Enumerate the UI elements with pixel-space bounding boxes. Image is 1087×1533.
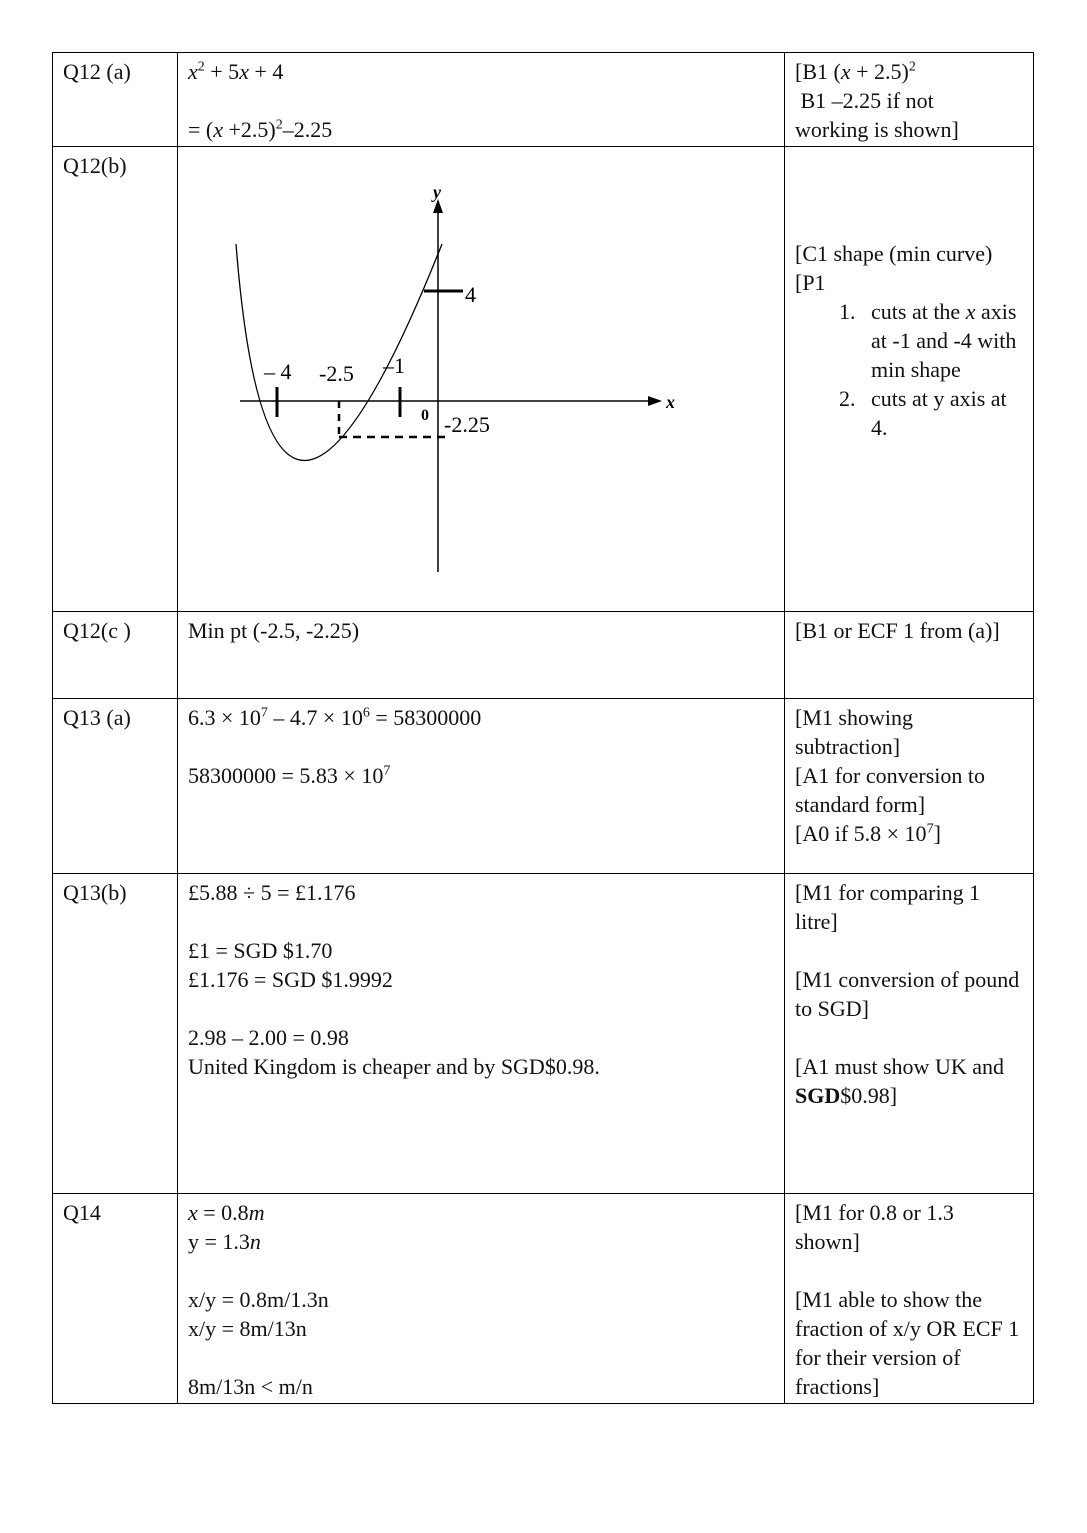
label-min-y: -2.25 [444, 412, 490, 437]
marks-cell: [C1 shape (min curve) [P1 cuts at the x … [784, 146, 1034, 612]
answer-cell: Min pt (-2.5, -2.25) [177, 611, 785, 699]
label-vertex-x: -2.5 [319, 361, 354, 386]
question-id: Q12 (a) [52, 52, 178, 147]
row-q12b: Q12(b) x y 4 [52, 146, 1034, 612]
marks-cell: [M1 for comparing 1 litre] [M1 conversio… [784, 873, 1034, 1194]
marks-point: cuts at the x axis at -1 and -4 with min… [861, 297, 1023, 384]
y-axis-arrow [433, 199, 443, 213]
label-origin: 0 [421, 407, 429, 424]
row-q13b: Q13(b) £5.88 ÷ 5 = £1.176 £1 = SGD $1.70… [52, 873, 1034, 1194]
answer-cell: £5.88 ÷ 5 = £1.176 £1 = SGD $1.70 £1.176… [177, 873, 785, 1194]
quadratic-sketch: x y 4 – 4 -2.5 –1 0 -2.25 [235, 182, 675, 572]
label-y-intercept: 4 [465, 282, 476, 307]
label-root-left: – 4 [263, 359, 292, 384]
label-root-right: –1 [382, 353, 405, 378]
row-q12c: Q12(c ) Min pt (-2.5, -2.25) [B1 or ECF … [52, 611, 1034, 699]
marks-cell: [M1 showing subtraction] [A1 for convers… [784, 698, 1034, 874]
answer-line: x2 + 5x + 4 [188, 59, 284, 84]
marks-points-list: cuts at the x axis at -1 and -4 with min… [795, 297, 1023, 442]
answer-cell: x2 + 5x + 4 = (x +2.5)2–2.25 [177, 52, 785, 147]
mark-scheme-table: Q12 (a) x2 + 5x + 4 = (x +2.5)2–2.25 [B1… [52, 52, 1034, 1404]
answer-cell: 6.3 × 107 – 4.7 × 106 = 58300000 5830000… [177, 698, 785, 874]
marks-cell: [B1 (x + 2.5)2 B1 –2.25 if not working i… [784, 52, 1034, 147]
marks-cell: [B1 or ECF 1 from (a)] [784, 611, 1034, 699]
graph-cell: x y 4 – 4 -2.5 –1 0 -2.25 [177, 146, 785, 612]
marks-point: cuts at y axis at 4. [861, 384, 1023, 442]
parabola-curve [235, 243, 443, 462]
question-id: Q14 [52, 1193, 178, 1404]
x-axis-label: x [665, 392, 675, 412]
y-axis-label: y [431, 182, 442, 202]
question-id: Q12(b) [52, 146, 178, 612]
x-axis-arrow [648, 396, 662, 406]
question-id: Q13 (a) [52, 698, 178, 874]
row-q13a: Q13 (a) 6.3 × 107 – 4.7 × 106 = 58300000… [52, 698, 1034, 874]
question-id: Q13(b) [52, 873, 178, 1194]
answer-line: = (x +2.5)2–2.25 [188, 117, 333, 142]
marks-cell: [M1 for 0.8 or 1.3 shown] [M1 able to sh… [784, 1193, 1034, 1404]
question-id: Q12(c ) [52, 611, 178, 699]
row-q14: Q14 x = 0.8m y = 1.3n x/y = 0.8m/1.3n x/… [52, 1193, 1034, 1404]
answer-cell: x = 0.8m y = 1.3n x/y = 0.8m/1.3n x/y = … [177, 1193, 785, 1404]
row-q12a: Q12 (a) x2 + 5x + 4 = (x +2.5)2–2.25 [B1… [52, 52, 1034, 147]
